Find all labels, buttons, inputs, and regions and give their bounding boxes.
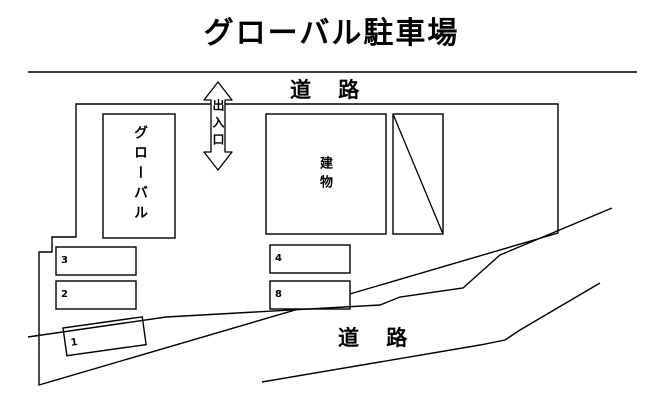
bottom-road-upper-edge [27, 207, 613, 338]
parking-slot-3-shape[interactable] [55, 246, 137, 276]
parking-slot-2-number: 2 [61, 289, 68, 300]
parking-slot-8-number: 8 [275, 289, 282, 300]
main-building-label: 建物 [317, 156, 332, 194]
parking-slot-1-shape[interactable] [62, 316, 147, 357]
parking-slot-4-number: 4 [275, 253, 282, 264]
main-building-shape [265, 113, 387, 235]
global-building-shape [102, 113, 176, 239]
parking-slot-2-shape[interactable] [55, 280, 137, 310]
road-label-bottom: 道 路 [338, 326, 418, 350]
parking-slot-1-number: 1 [70, 337, 79, 349]
diagonal-building-line [392, 113, 444, 235]
entrance-exit-arrow [203, 81, 233, 171]
page-title: グローバル駐車場 [203, 16, 460, 51]
global-building-label: グローバル [132, 125, 148, 225]
parking-slot-3-number: 3 [61, 255, 68, 266]
parking-slot-4-shape[interactable] [269, 244, 351, 274]
lot-boundary-outline [38, 103, 559, 386]
road-label-top: 道 路 [290, 78, 370, 102]
entrance-exit-label: 出入口 [211, 99, 225, 150]
bottom-road-lower-edge [261, 282, 601, 383]
parking-slot-8-shape[interactable] [269, 280, 351, 310]
